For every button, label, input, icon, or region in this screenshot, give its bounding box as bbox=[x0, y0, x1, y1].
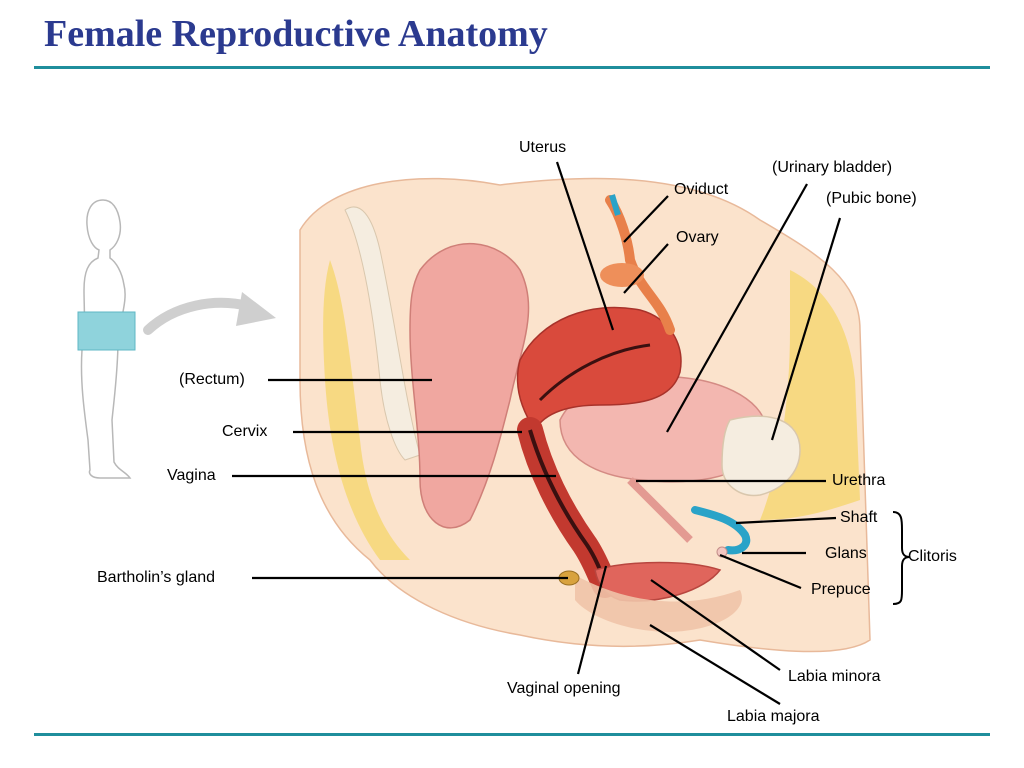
label-ovary: Ovary bbox=[676, 229, 719, 246]
leader-lines bbox=[232, 161, 842, 705]
arrow-icon bbox=[143, 292, 276, 335]
label-labia-minora: Labia minora bbox=[788, 668, 881, 685]
label-urinary-bladder: (Urinary bladder) bbox=[772, 159, 893, 176]
label-labia-majora: Labia majora bbox=[727, 708, 820, 725]
bottom-divider bbox=[34, 733, 990, 736]
label-bartholins-gland: Bartholin’s gland bbox=[97, 569, 216, 586]
top-divider bbox=[34, 66, 990, 69]
label-cervix: Cervix bbox=[222, 423, 268, 440]
label-shaft: Shaft bbox=[840, 509, 878, 526]
label-uterus: Uterus bbox=[519, 139, 567, 156]
label-glans: Glans bbox=[825, 545, 867, 562]
slide-title: Female Reproductive Anatomy bbox=[44, 13, 548, 55]
pelvis-highlight-box bbox=[77, 311, 136, 351]
label-rectum: (Rectum) bbox=[179, 371, 245, 388]
clitoris-bracket-icon bbox=[892, 511, 911, 605]
label-oviduct: Oviduct bbox=[674, 181, 729, 198]
label-prepuce: Prepuce bbox=[811, 581, 871, 598]
body-silhouette-icon bbox=[80, 199, 132, 479]
label-pubic-bone: (Pubic bone) bbox=[826, 190, 917, 207]
label-urethra: Urethra bbox=[832, 472, 886, 489]
label-vaginal-opening: Vaginal opening bbox=[507, 680, 621, 697]
pelvic-section-drawing bbox=[299, 177, 871, 653]
label-clitoris: Clitoris bbox=[908, 548, 957, 565]
label-vagina: Vagina bbox=[167, 467, 216, 484]
